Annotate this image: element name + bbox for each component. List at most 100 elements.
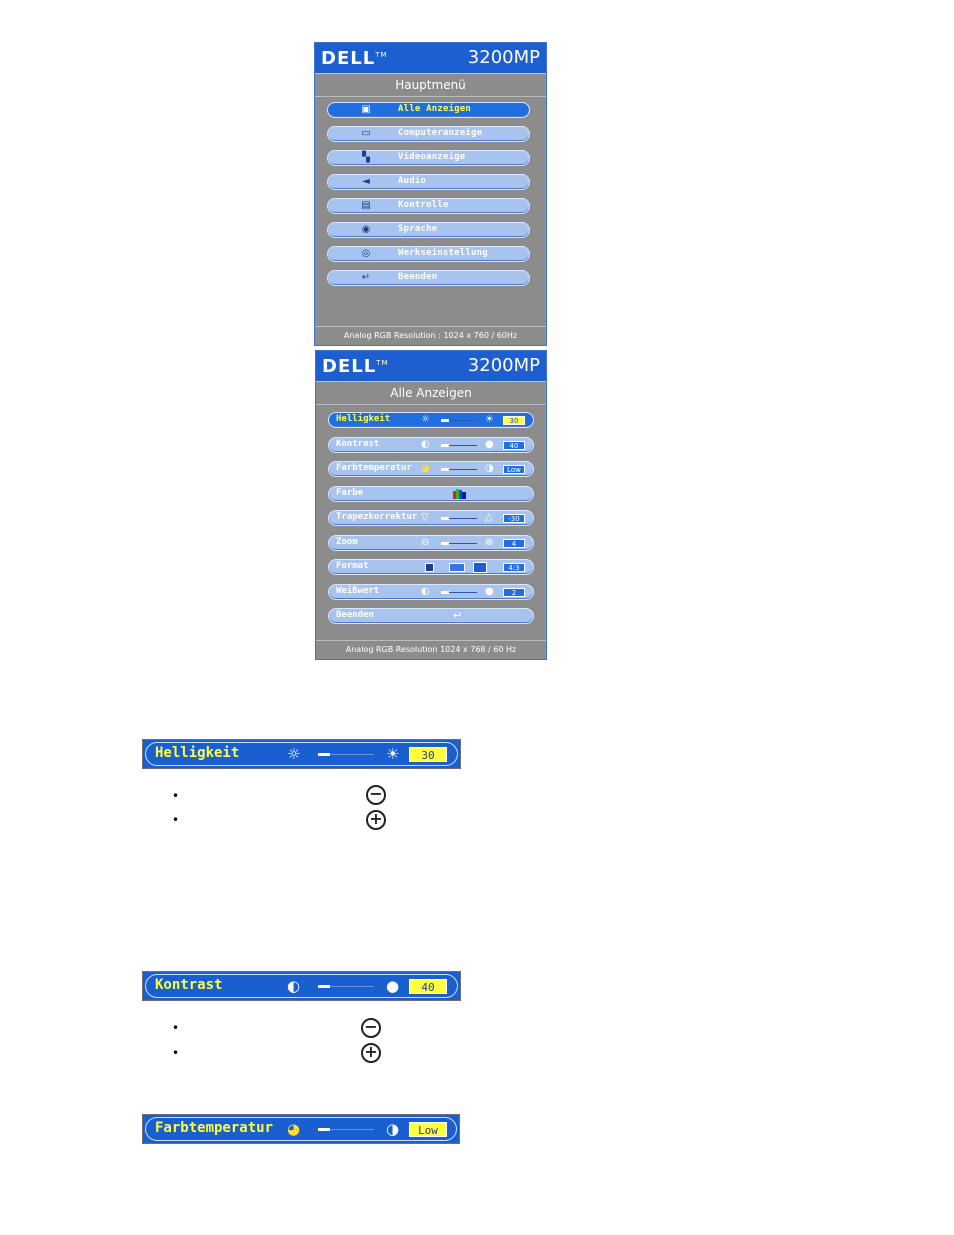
value-box: Low — [503, 465, 525, 474]
dell-logo: DELLTM — [322, 356, 389, 377]
row-farbtemperatur[interactable]: Farbtemperatur ◕ ◑ Low — [328, 461, 534, 477]
value-box: 40 — [409, 979, 447, 994]
osd-main-menu: DELLTM 3200MP Hauptmenü ▣ Alle Anzeigen … — [314, 42, 547, 346]
brightness-high-icon: ☀ — [386, 745, 400, 763]
color-bars-icon — [453, 489, 469, 499]
kontrast-bar[interactable]: Kontrast ◐ ● 40 — [142, 971, 461, 1001]
bar-label: Helligkeit — [155, 745, 240, 761]
row-trapezkorrektur[interactable]: Trapezkorrektur ▽ △ -30 — [328, 510, 534, 526]
row-label: Zoom — [336, 537, 358, 547]
value-box: 4:3 — [503, 563, 525, 572]
minus-circle-icon: − — [361, 1018, 381, 1038]
row-zoom[interactable]: Zoom ⊖ ⊕ 4 — [328, 535, 534, 551]
slider[interactable] — [318, 985, 374, 988]
osd-header: DELLTM 3200MP — [315, 43, 546, 74]
bullet: • — [172, 813, 180, 827]
bar-frame — [145, 742, 458, 766]
slider[interactable] — [441, 444, 477, 447]
keystone-up-icon: △ — [485, 512, 493, 523]
value-box: 2 — [503, 588, 525, 597]
row-label: Helligkeit — [336, 414, 391, 424]
menu-item-label: Computeranzeige — [398, 128, 483, 138]
slider[interactable] — [441, 468, 477, 471]
plus-circle-icon: + — [366, 810, 386, 830]
menu-item-label: Videoanzeige — [398, 152, 466, 162]
row-label: Farbe — [336, 488, 364, 498]
row-format[interactable]: Format 4:3 — [328, 559, 534, 575]
menu-item-beenden[interactable]: ↵ Beenden — [327, 270, 530, 286]
keystone-down-icon: ▽ — [421, 512, 429, 523]
contrast-high-icon: ● — [386, 977, 400, 995]
menu-title: Alle Anzeigen — [316, 382, 546, 405]
contrast-low-icon: ◐ — [421, 439, 430, 450]
menu-item-label: Sprache — [398, 224, 438, 234]
value-box: 30 — [409, 747, 447, 762]
format-1-1-icon — [425, 563, 434, 572]
dell-logo: DELLTM — [321, 48, 388, 69]
color-warm-icon: ◕ — [287, 1120, 301, 1138]
row-label: Farbtemperatur — [336, 463, 412, 473]
menu-item-sprache[interactable]: ◉ Sprache — [327, 222, 530, 238]
value-box: 30 — [503, 416, 525, 425]
farbtemperatur-bar[interactable]: Farbtemperatur ◕ ◑ Low — [142, 1114, 460, 1144]
resolution-status: Analog RGB Resolution 1024 x 768 / 60 Hz — [316, 640, 546, 659]
exit-icon: ↵ — [453, 609, 463, 622]
row-label: Kontrast — [336, 439, 380, 449]
row-weisswert[interactable]: Weißwert ◐ ● 2 — [328, 584, 534, 600]
display-icon: ▣ — [361, 104, 371, 115]
video-icon: ▚ — [362, 152, 370, 163]
format-16-9-icon — [449, 563, 465, 572]
menu-item-label: Alle Anzeigen — [398, 104, 472, 114]
helligkeit-bar[interactable]: Helligkeit ☼ ☀ 30 — [142, 739, 461, 769]
slider[interactable] — [441, 517, 477, 520]
white-high-icon: ● — [485, 586, 494, 597]
menu-item-computeranzeige[interactable]: ▭ Computeranzeige — [327, 126, 530, 142]
zoom-in-icon: ⊕ — [485, 537, 494, 548]
menu-item-alle-anzeigen[interactable]: ▣ Alle Anzeigen — [327, 102, 530, 118]
zoom-out-icon: ⊖ — [421, 537, 430, 548]
bullet: • — [172, 1046, 180, 1060]
value-box: 40 — [503, 441, 525, 450]
white-low-icon: ◐ — [421, 586, 430, 597]
row-label: Format — [336, 561, 369, 571]
menu-item-werkseinstellung[interactable]: ◎ Werkseinstellung — [327, 246, 530, 262]
brightness-low-icon: ☼ — [287, 745, 301, 763]
slider[interactable] — [318, 1128, 374, 1131]
language-icon: ◉ — [361, 224, 371, 235]
menu-item-label: Beenden — [398, 272, 438, 282]
row-label: Beenden — [336, 610, 374, 620]
brightness-low-icon: ☼ — [421, 414, 430, 425]
reset-icon: ◎ — [361, 248, 371, 259]
slider[interactable] — [441, 591, 477, 594]
color-warm-icon: ◕ — [421, 463, 430, 474]
slider[interactable] — [441, 419, 477, 422]
row-kontrast[interactable]: Kontrast ◐ ● 40 — [328, 437, 534, 453]
resolution-status: Analog RGB Resolution : 1024 x 760 / 60H… — [315, 326, 546, 345]
brightness-high-icon: ☀ — [485, 414, 494, 425]
plus-circle-icon: + — [361, 1043, 381, 1063]
contrast-low-icon: ◐ — [287, 977, 301, 995]
osd-alle-anzeigen: DELLTM 3200MP Alle Anzeigen Helligkeit ☼… — [315, 350, 547, 660]
osd-header: DELLTM 3200MP — [316, 351, 546, 382]
model-name: 3200MP — [467, 355, 540, 376]
menu-item-videoanzeige[interactable]: ▚ Videoanzeige — [327, 150, 530, 166]
value-box: 4 — [503, 539, 525, 548]
row-farbe[interactable]: Farbe — [328, 486, 534, 502]
bullet: • — [172, 1021, 180, 1035]
value-box: -30 — [503, 514, 525, 523]
control-icon: ▤ — [361, 200, 371, 211]
bar-frame — [145, 1117, 457, 1141]
row-helligkeit[interactable]: Helligkeit ☼ ☀ 30 — [328, 412, 534, 428]
menu-item-label: Werkseinstellung — [398, 248, 488, 258]
bullet: • — [172, 789, 180, 803]
speaker-icon: ◄ — [362, 176, 370, 187]
color-cool-icon: ◑ — [485, 463, 494, 474]
computer-icon: ▭ — [361, 128, 371, 139]
menu-item-audio[interactable]: ◄ Audio — [327, 174, 530, 190]
row-beenden[interactable]: Beenden ↵ — [328, 608, 534, 624]
slider[interactable] — [441, 542, 477, 545]
row-label: Weißwert — [336, 586, 380, 596]
menu-item-kontrolle[interactable]: ▤ Kontrolle — [327, 198, 530, 214]
slider[interactable] — [318, 753, 374, 756]
menu-item-label: Kontrolle — [398, 200, 449, 210]
